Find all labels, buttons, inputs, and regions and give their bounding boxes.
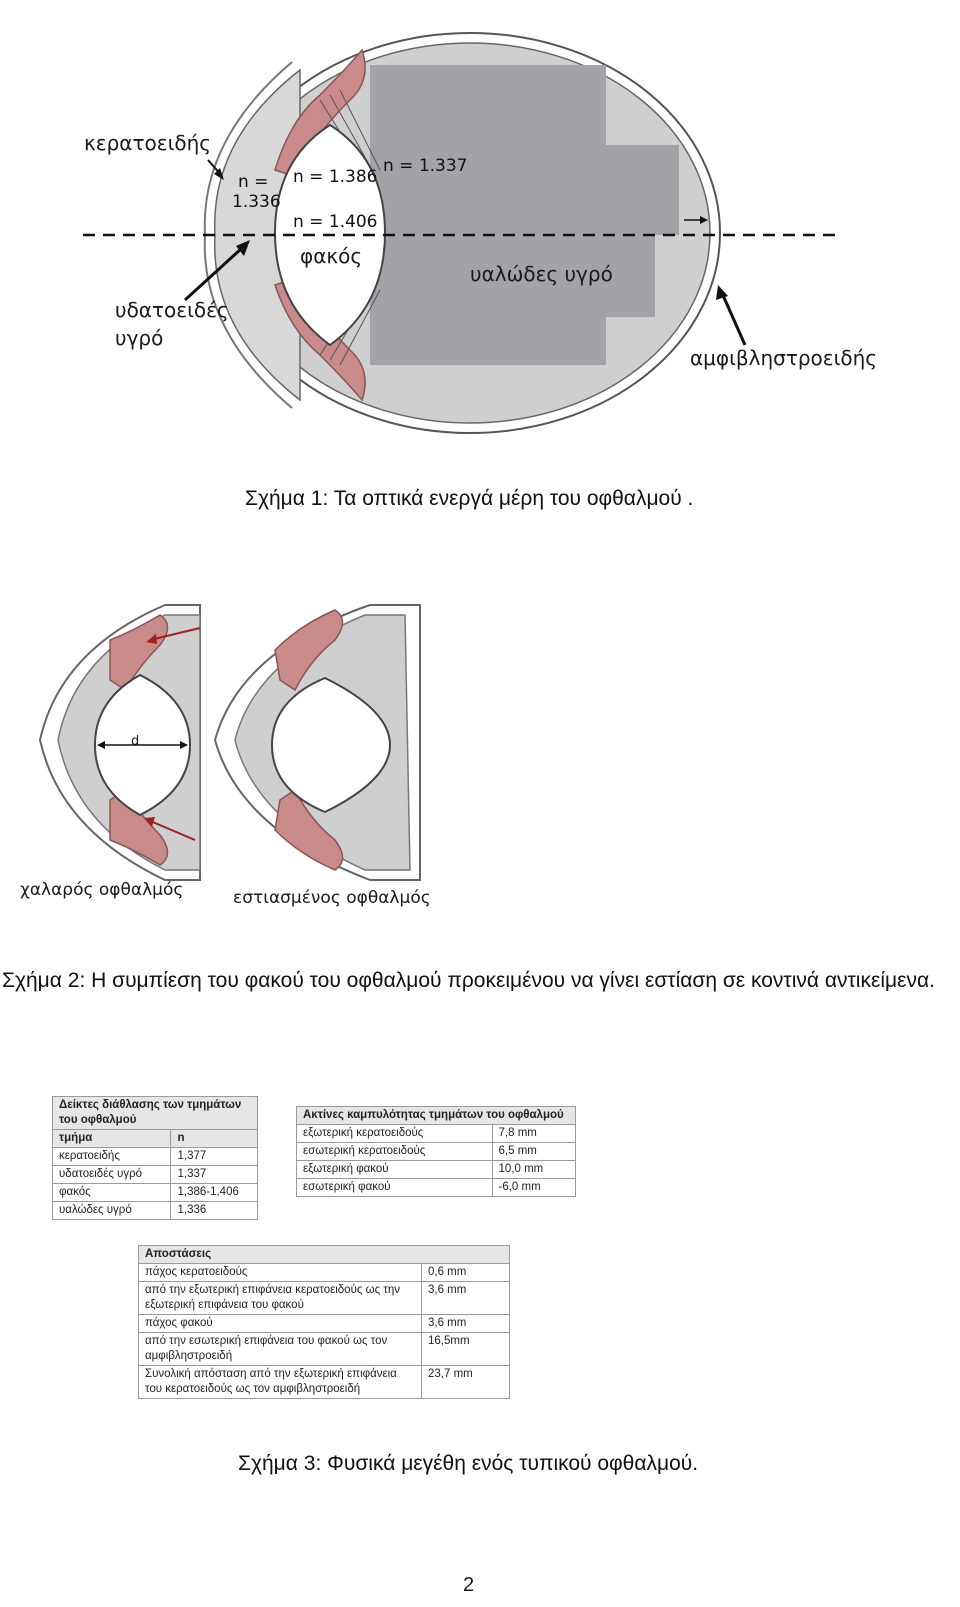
table-cell: από την εσωτερική επιφάνεια του φακού ως… bbox=[138, 1332, 422, 1366]
table-cell: 7,8 mm bbox=[491, 1124, 577, 1143]
table-cell: από την εξωτερική επιφάνεια κερατοειδούς… bbox=[138, 1281, 422, 1315]
table-cell: εξωτερική κερατοειδούς bbox=[296, 1124, 493, 1143]
refraction-index-table: Δείκτες διάθλασης των τμημάτων του οφθαλ… bbox=[51, 1096, 258, 1220]
table-cell: 16,5mm bbox=[421, 1332, 510, 1366]
table-row: Συνολική απόσταση από την εξωτερική επιφ… bbox=[138, 1365, 510, 1399]
table-cell: υαλώδες υγρό bbox=[51, 1201, 172, 1220]
label-n-lens-outer: n = 1.386 bbox=[293, 167, 378, 187]
table-cell: Συνολική απόσταση από την εξωτερική επιφ… bbox=[138, 1365, 422, 1399]
table-cell: εσωτερική φακού bbox=[296, 1178, 493, 1197]
redaction-block-3 bbox=[465, 235, 655, 317]
label-aqueous-1: υδατοειδές bbox=[115, 298, 229, 322]
curvature-radius-table: Ακτίνες καμπυλότητας τμημάτων του οφθαλμ… bbox=[296, 1106, 577, 1197]
table-cell: 10,0 mm bbox=[491, 1160, 577, 1179]
table-cell: φακός bbox=[51, 1183, 172, 1202]
label-cornea: κερατοειδής bbox=[84, 131, 211, 155]
table-cell: 1,386-1,406 bbox=[170, 1183, 258, 1202]
aqueous-arrow bbox=[183, 246, 244, 302]
retina-arrow bbox=[720, 292, 747, 346]
label-lens: φακός bbox=[300, 244, 363, 268]
page-number: 2 bbox=[463, 1574, 475, 1596]
figure2-eye-comparison bbox=[38, 604, 421, 881]
table-row: από την εξωτερική επιφάνεια κερατοειδούς… bbox=[138, 1281, 510, 1315]
table-row: από την εσωτερική επιφάνεια του φακού ως… bbox=[138, 1332, 510, 1366]
label-n-vitreous: n = 1.337 bbox=[383, 156, 468, 176]
figure1-caption: Σχήμα 1: Τα οπτικά ενεργά μέρη του οφθαλ… bbox=[245, 487, 694, 510]
table-cell: 3,6 mm bbox=[421, 1281, 510, 1315]
table-cell: εσωτερική κερατοειδούς bbox=[296, 1142, 493, 1161]
label-d: d bbox=[131, 734, 140, 749]
curvature-table-title: Ακτίνες καμπυλότητας τμημάτων του οφθαλμ… bbox=[296, 1106, 576, 1125]
label-retina: αμφιβληστροειδής bbox=[690, 346, 878, 370]
table-cell: 1,336 bbox=[170, 1201, 258, 1220]
label-n-aqueous-2: 1.336 bbox=[232, 192, 281, 212]
table-cell: 1,377 bbox=[170, 1147, 258, 1166]
figure1-eye-diagram bbox=[83, 32, 840, 434]
figure2-caption: Σχήμα 2: Η συμπίεση του φακού του οφθαλμ… bbox=[2, 969, 935, 992]
label-n-lens-inner: n = 1.406 bbox=[293, 212, 378, 232]
refraction-header-part: τμήμα bbox=[51, 1129, 172, 1148]
table-cell: 1,337 bbox=[170, 1165, 258, 1184]
figure3-caption: Σχήμα 3: Φυσικά μεγέθη ενός τυπικού οφθα… bbox=[238, 1452, 699, 1475]
table-cell: κερατοειδής bbox=[51, 1147, 172, 1166]
table-cell: πάχος κερατοειδούς bbox=[138, 1263, 422, 1282]
refraction-table-title: Δείκτες διάθλασης των τμημάτων του οφθαλ… bbox=[52, 1096, 258, 1130]
label-aqueous-2: υγρό bbox=[115, 326, 164, 350]
table-cell: 0,6 mm bbox=[421, 1263, 510, 1282]
table-cell: 23,7 mm bbox=[421, 1365, 510, 1399]
redaction-block-2 bbox=[465, 145, 679, 235]
table-cell: 6,5 mm bbox=[491, 1142, 577, 1161]
table-cell: εξωτερική φακού bbox=[296, 1160, 493, 1179]
label-relaxed-eye: χαλαρός οφθαλμός bbox=[20, 880, 184, 900]
table-row: εσωτερική φακού-6,0 mm bbox=[296, 1178, 577, 1197]
label-n-aqueous-1: n = bbox=[238, 172, 269, 192]
table-cell: -6,0 mm bbox=[491, 1178, 577, 1197]
table-cell: πάχος φακού bbox=[138, 1314, 422, 1333]
table-cell: υδατοειδές υγρό bbox=[51, 1165, 172, 1184]
distances-table-title: Αποστάσεις bbox=[138, 1245, 510, 1264]
table-cell: 3,6 mm bbox=[421, 1314, 510, 1333]
label-vitreous: υαλώδες υγρό bbox=[470, 262, 613, 286]
label-focused-eye: εστιασμένος οφθαλμός bbox=[233, 888, 431, 908]
refraction-header-n: n bbox=[170, 1129, 258, 1148]
